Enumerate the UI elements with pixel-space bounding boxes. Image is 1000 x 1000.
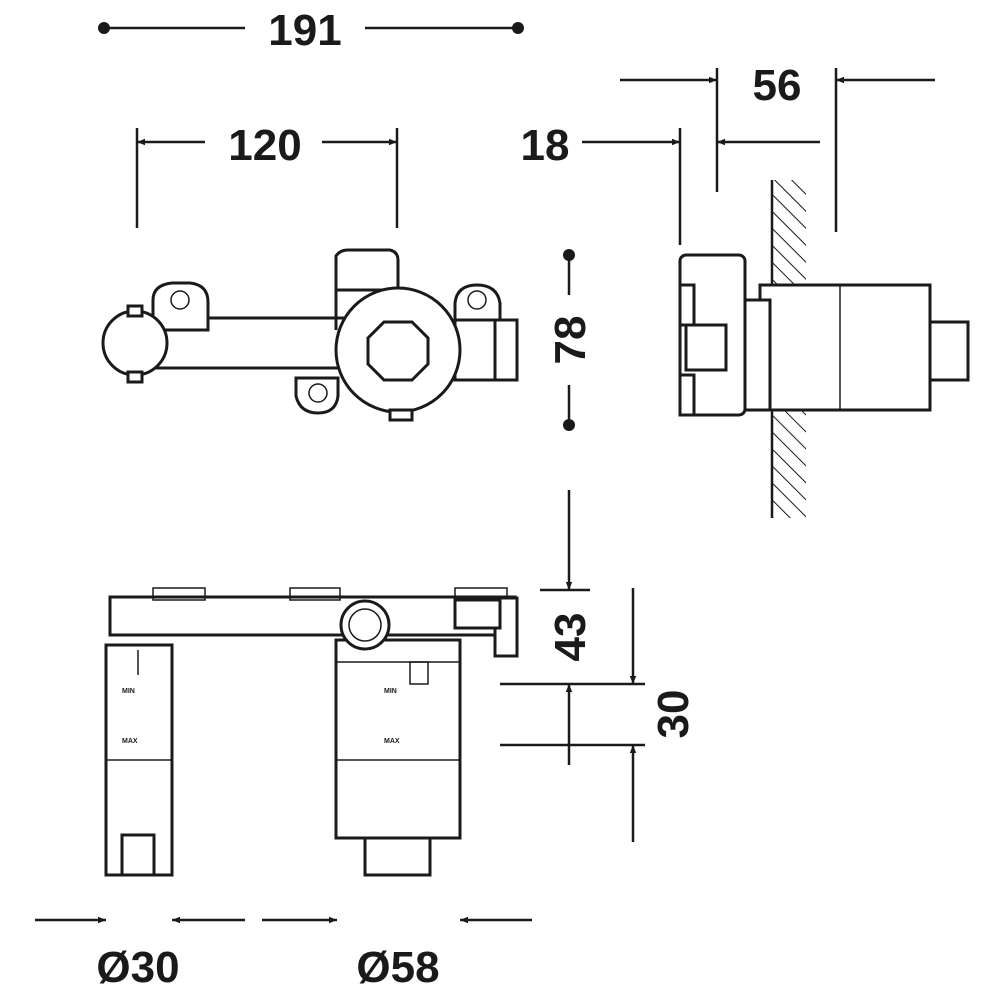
- right-min-mark: MIN: [384, 688, 397, 695]
- dimension-label-d58: Ø58: [356, 943, 439, 992]
- dimension-label-d30: Ø30: [96, 943, 179, 992]
- dimension-upper-depth: 43: [500, 490, 645, 765]
- right-max-mark: MAX: [384, 738, 400, 745]
- left-max-mark: MAX: [122, 738, 138, 745]
- dimension-label-18: 18: [521, 121, 570, 170]
- dimension-label-78: 78: [546, 316, 595, 365]
- dimension-label-43: 43: [546, 613, 595, 662]
- dimension-projection: 56: [620, 61, 935, 232]
- top-view: MIN MAX MIN MAX: [104, 587, 519, 877]
- left-min-mark: MIN: [122, 688, 135, 695]
- front-view: [101, 248, 519, 422]
- dimension-wall-offset: 18: [521, 121, 820, 245]
- dimension-large-diameter: Ø58: [262, 916, 532, 992]
- dimension-inlet-spacing: 120: [135, 121, 399, 228]
- side-view: [678, 180, 970, 518]
- dimension-overall-width: 191: [98, 6, 524, 55]
- dimension-label-191: 191: [268, 6, 341, 55]
- dimension-label-30: 30: [649, 690, 698, 739]
- dimension-body-height: 78: [546, 249, 595, 431]
- dimension-label-120: 120: [228, 121, 301, 170]
- dimension-label-56: 56: [753, 61, 802, 110]
- dimension-small-diameter: Ø30: [35, 916, 245, 992]
- dimension-lower-depth: 30: [500, 588, 698, 842]
